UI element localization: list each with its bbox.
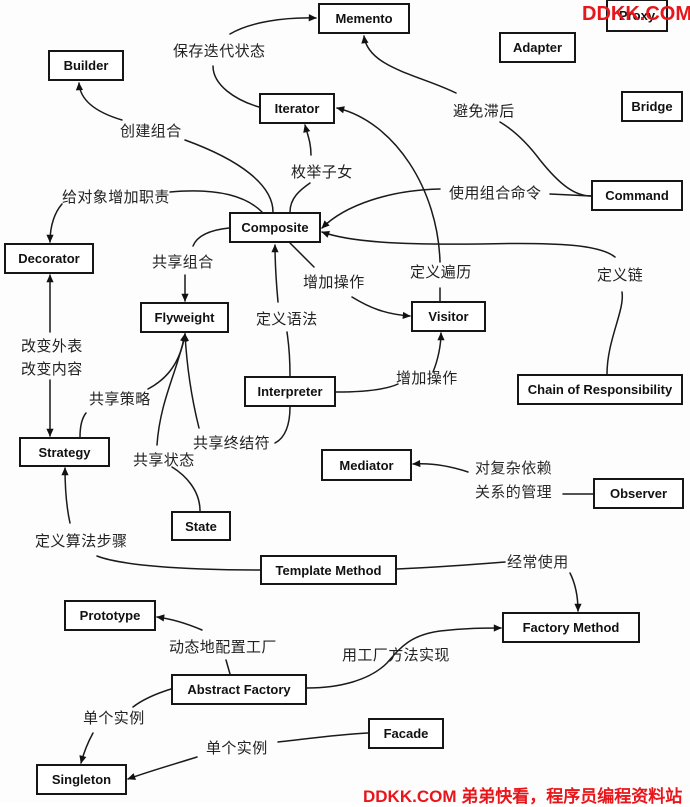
pattern-box-iterator: Iterator: [259, 93, 335, 124]
connector-label-to-mediator: [412, 459, 469, 473]
connector-label-to-decorator: [46, 203, 63, 243]
relation-label-create-composite: 创建组合: [120, 122, 182, 140]
watermark-top: DDKK.COM: [582, 3, 690, 25]
relation-label-configure-factory-dynamically: 动态地配置工厂: [169, 638, 277, 656]
relation-label-composed-commands: 使用组合命令: [449, 184, 542, 202]
connector-label-to-composite: [271, 244, 279, 303]
connector-label-to-factory-method: [569, 572, 582, 612]
pattern-box-command: Command: [591, 180, 683, 211]
relation-label-define-algorithm-steps: 定义算法步骤: [35, 532, 128, 550]
pattern-box-factory-method: Factory Method: [502, 612, 640, 643]
relation-label-add-operations: 增加操作: [396, 369, 458, 387]
pattern-box-chain-of-responsibility: Chain of Responsibility: [517, 374, 683, 405]
connector-command-to-label: [549, 193, 592, 197]
connector-composite-to-label: [169, 190, 263, 213]
connector-label-to-iterator: [336, 106, 441, 263]
connector-label-to-composite: [321, 188, 441, 229]
connector-template-to-label: [396, 561, 506, 570]
connector-label-to-singleton: [79, 732, 94, 764]
connector-label-to-flyweight: [147, 333, 188, 390]
connector-composite-to-label: [184, 139, 274, 213]
relation-label-share-strategies: 共享策略: [89, 390, 151, 408]
connector-label-to-builder: [75, 82, 123, 121]
pattern-box-facade: Facade: [368, 718, 444, 749]
connector-command-to-label: [499, 121, 592, 197]
watermark-bottom: DDKK.COM 弟弟快看，程序员编程资料站: [363, 787, 683, 806]
connector-label-to-singleton: [127, 756, 198, 780]
connector-label-to-flyweight: [156, 333, 188, 446]
connector-label-to-visitor: [351, 296, 411, 320]
relation-label-share-composites: 共享组合: [152, 253, 214, 271]
connector-label-to-flyweight: [181, 333, 200, 429]
pattern-box-composite: Composite: [229, 212, 321, 243]
pattern-box-template-method: Template Method: [260, 555, 397, 585]
connector-facade-to-label: [277, 732, 369, 743]
pattern-box-memento: Memento: [318, 3, 410, 34]
relation-label-share-states: 共享状态: [133, 451, 195, 469]
relation-label-often-uses: 经常使用: [507, 553, 569, 571]
connector-chain-to-label: [606, 291, 624, 375]
pattern-box-visitor: Visitor: [411, 301, 486, 332]
connector-interpreter-to-label: [274, 406, 291, 444]
pattern-box-adapter: Adapter: [499, 32, 576, 63]
relation-label-implement-using-factory-method: 用工厂方法实现: [342, 646, 450, 664]
connector-composite-to-label: [289, 242, 315, 268]
connector-composite-to-label: [192, 227, 230, 247]
relation-label-change-skin: 改变外表: [21, 337, 83, 355]
connector-state-to-label: [171, 466, 201, 512]
connector-label-to-composite: [321, 231, 616, 258]
pattern-box-bridge: Bridge: [621, 91, 683, 122]
connector-abstract-factory-to-label: [225, 659, 231, 675]
relation-label-share-terminal-symbols: 共享终结符: [193, 434, 271, 452]
pattern-box-flyweight: Flyweight: [140, 302, 229, 333]
relation-label-add-operations: 增加操作: [303, 273, 365, 291]
connector-strategy-to-label: [79, 412, 87, 438]
connector-label-to-iterator: [303, 124, 312, 156]
connector-interpreter-to-label: [286, 331, 291, 377]
connector-abstract-factory-to-factory-method: [306, 624, 502, 689]
pattern-box-state: State: [171, 511, 231, 541]
relation-label-single-instance: 单个实例: [83, 709, 145, 727]
relation-label-add-responsibilities: 给对象增加职责: [62, 188, 170, 206]
relation-label-avoid-hysteresis: 避免滞后: [453, 102, 515, 120]
relation-label-enumerate-children: 枚举子女: [291, 163, 353, 181]
relation-label-single-instance: 单个实例: [206, 739, 268, 757]
connector-abstract-factory-to-label: [132, 688, 172, 708]
pattern-box-abstract-factory: Abstract Factory: [171, 674, 307, 705]
relation-label-complex-dependency: 对复杂依赖: [475, 459, 553, 477]
connector-composite-to-label: [289, 182, 311, 213]
connector-iterator-to-label: [212, 65, 260, 108]
pattern-box-prototype: Prototype: [64, 600, 156, 631]
connector-label-to-strategy: [61, 467, 71, 524]
connector-label-to-prototype: [156, 614, 203, 631]
relation-label-define-chain: 定义链: [597, 266, 644, 284]
connector-label-to-memento: [229, 14, 317, 35]
relation-label-dependency-management: 关系的管理: [475, 483, 553, 501]
relation-label-save-iteration-state: 保存迭代状态: [173, 42, 266, 60]
connector-template-to-label: [96, 555, 261, 571]
connector-interpreter-to-label: [335, 383, 399, 393]
relation-label-define-traversal: 定义遍历: [410, 263, 472, 281]
pattern-box-observer: Observer: [593, 478, 684, 509]
pattern-box-interpreter: Interpreter: [244, 376, 336, 407]
relation-label-change-guts: 改变内容: [21, 360, 83, 378]
pattern-box-builder: Builder: [48, 50, 124, 81]
pattern-box-mediator: Mediator: [321, 449, 412, 481]
pattern-box-singleton: Singleton: [36, 764, 127, 795]
connector-label-to-visitor: [432, 332, 445, 373]
relation-label-define-grammar: 定义语法: [256, 310, 318, 328]
pattern-box-strategy: Strategy: [19, 437, 110, 467]
connector-label-to-memento: [361, 35, 457, 94]
pattern-box-proxy: Proxy: [606, 0, 668, 32]
pattern-box-decorator: Decorator: [4, 243, 94, 274]
